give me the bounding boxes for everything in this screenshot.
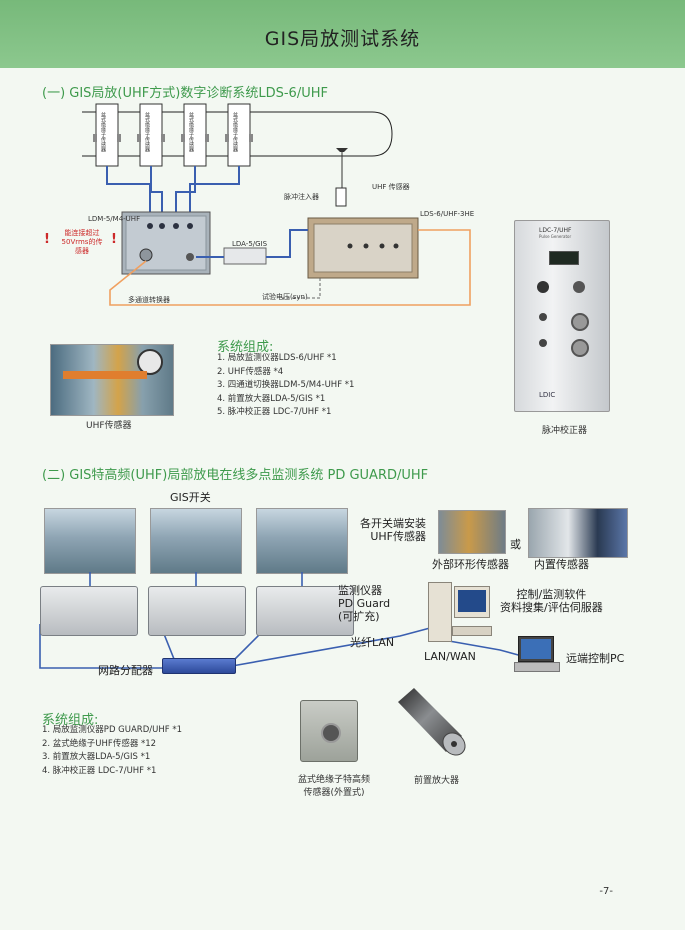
calibrator-knob-3: [539, 313, 547, 321]
pd-guard-unit-3: [256, 586, 354, 636]
warning-mark-left: !: [44, 232, 50, 247]
monitor-label-line: PD Guard: [338, 597, 391, 610]
uhf-sensor-label: UHF 传感器: [372, 183, 410, 191]
section2-title: (二) GIS特高频(UHF)局部放电在线多点监测系统 PD GUARD/UHF: [42, 468, 429, 483]
gis-switch-label: GIS开关: [170, 491, 211, 504]
calibrator-caption: 脉冲校正器: [542, 426, 588, 436]
warning-text: 能连接超过50Vrms的传感器: [61, 229, 103, 255]
page-background: [0, 68, 685, 930]
sensor-label-4: 盆式绝缘子传感器: [232, 112, 238, 152]
uhf-system-diagram: [82, 103, 471, 306]
list-item: 5. 脉冲校正器 LDC-7/UHF *1: [217, 407, 332, 417]
or-label: 或: [510, 538, 521, 551]
section2-components-heading: 系统组成:: [42, 713, 99, 728]
calibrator-display: [549, 251, 579, 265]
multi-switch-label: 多通道转换器: [128, 296, 170, 304]
list-item: 1. 局放监测仪器PD GUARD/UHF *1: [42, 725, 182, 735]
page-title: GIS局放测试系统: [264, 28, 421, 50]
list-item: 2. UHF传感器 *4: [217, 366, 284, 377]
each-switch-line: 各开关端安装: [360, 517, 426, 530]
control-label-line: 控制/监测软件: [516, 588, 587, 601]
page-number: -7-: [599, 886, 613, 897]
section1-components-list: 1. 局放监测仪器LDS-6/UHF *1 2. UHF传感器 *4 3. 四通…: [217, 352, 354, 420]
calibrator-connector-2: [571, 339, 589, 357]
pc-screen: [458, 590, 486, 612]
sensor-label-2: 盆式绝缘子传感器: [144, 112, 150, 152]
list-item: 1. 局放监测仪器LDS-6/UHF *1: [217, 353, 337, 363]
list-item: 4. 脉冲校正器 LDC-7/UHF *1: [42, 765, 157, 776]
pc-monitor: [454, 586, 490, 618]
uhf-sensor-photo: [50, 344, 174, 416]
monitor-label-line: 监测仪器: [338, 584, 382, 597]
pulse-injector-label: 脉冲注入器: [284, 193, 319, 201]
pc-tower: [428, 582, 452, 642]
pd-guard-unit-2: [148, 586, 246, 636]
title-band: [0, 0, 685, 68]
calibrator-knob-1: [537, 281, 549, 293]
sensor-label-3: 盆式绝缘子传感器: [188, 112, 194, 152]
network-splitter: [162, 658, 236, 674]
laptop-screen: [518, 636, 554, 662]
pd-guard-unit-1: [40, 586, 138, 636]
list-item: 2. 盆式绝缘子UHF传感器 *12: [42, 738, 157, 749]
basin-sensor-photo: [300, 700, 358, 762]
lan-wan-label: LAN/WAN: [424, 650, 476, 663]
section1-title: (一) GIS局放(UHF方式)数字诊断系统LDS-6/UHF: [42, 86, 328, 101]
external-sensor-label: 外部环形传感器: [432, 558, 509, 571]
list-item: 3. 前置放大器LDA-5/GIS *1: [42, 752, 151, 762]
pc-keyboard: [452, 626, 492, 636]
sensor-label-1: 盆式绝缘子传感器: [100, 112, 106, 152]
basin-sensor-connector: [321, 723, 341, 743]
basin-caption-line: 盆式绝缘子特高频: [297, 775, 370, 785]
amplifier-label: LDA-5/GIS: [232, 240, 268, 248]
preamp-photo: [398, 688, 466, 756]
calibrator-photo: LDC-7/UHF Pulse Generator LDIC: [514, 220, 610, 412]
switcher-label: LDM-5/M4-UHF: [88, 215, 141, 223]
control-label: 控制/监测软件 资料搜集/评估伺服器: [500, 588, 603, 614]
internal-sensor-label: 内置传感器: [534, 558, 589, 571]
monitor-label: 监测仪器 PD Guard (可扩充): [338, 584, 390, 623]
server-pc: [428, 582, 492, 642]
external-sensor-photo: [438, 510, 506, 554]
each-switch-line: UHF传感器: [370, 530, 426, 543]
monitor-label-line: (可扩充): [338, 610, 380, 623]
calibrator-connector-1: [571, 313, 589, 331]
remote-laptop: [514, 636, 560, 676]
gis-switch-photo-1: [44, 508, 136, 574]
gis-switch-photo-3: [256, 508, 348, 574]
section1-components-heading: 系统组成:: [217, 340, 274, 355]
calibrator-knob-2: [573, 281, 585, 293]
sensor-band: [63, 371, 147, 379]
pressure-gauge: [137, 349, 163, 375]
calibrator-knob-4: [539, 339, 547, 347]
internal-sensor-photo: [528, 508, 628, 558]
calibrator-panel-title: LDC-7/UHF: [539, 227, 572, 234]
gis-switch-photo-2: [150, 508, 242, 574]
list-item: 3. 四通道切换器LDM-5/M4-UHF *1: [217, 380, 355, 390]
laptop-base: [514, 662, 560, 672]
fiber-lan-label: 光纤LAN: [350, 636, 395, 649]
warning-mark-right: !: [111, 232, 117, 247]
main-unit-label: LDS-6/UHF-3HE: [420, 210, 475, 218]
each-switch-label: 各开关端安装 UHF传感器: [360, 517, 426, 543]
calibrator-brand: LDIC: [539, 391, 556, 399]
splitter-label: 网路分配器: [98, 664, 153, 677]
uhf-photo-caption: UHF传感器: [86, 421, 132, 431]
basin-caption-line: 传感器(外置式): [303, 788, 365, 798]
list-item: 4. 前置放大器LDA-5/GIS *1: [217, 393, 326, 404]
section2-components-list: 1. 局放监测仪器PD GUARD/UHF *1 2. 盆式绝缘子UHF传感器 …: [42, 724, 182, 778]
basin-sensor-caption: 盆式绝缘子特高频 传感器(外置式): [294, 772, 374, 798]
test-voltage-label: 试验电压(syn): [262, 293, 308, 301]
calibrator-panel-sub: Pulse Generator: [539, 234, 572, 239]
control-label-line: 资料搜集/评估伺服器: [500, 601, 603, 614]
laptop-display: [521, 639, 551, 659]
preamp-caption: 前置放大器: [414, 776, 460, 786]
remote-pc-label: 远端控制PC: [566, 652, 625, 665]
